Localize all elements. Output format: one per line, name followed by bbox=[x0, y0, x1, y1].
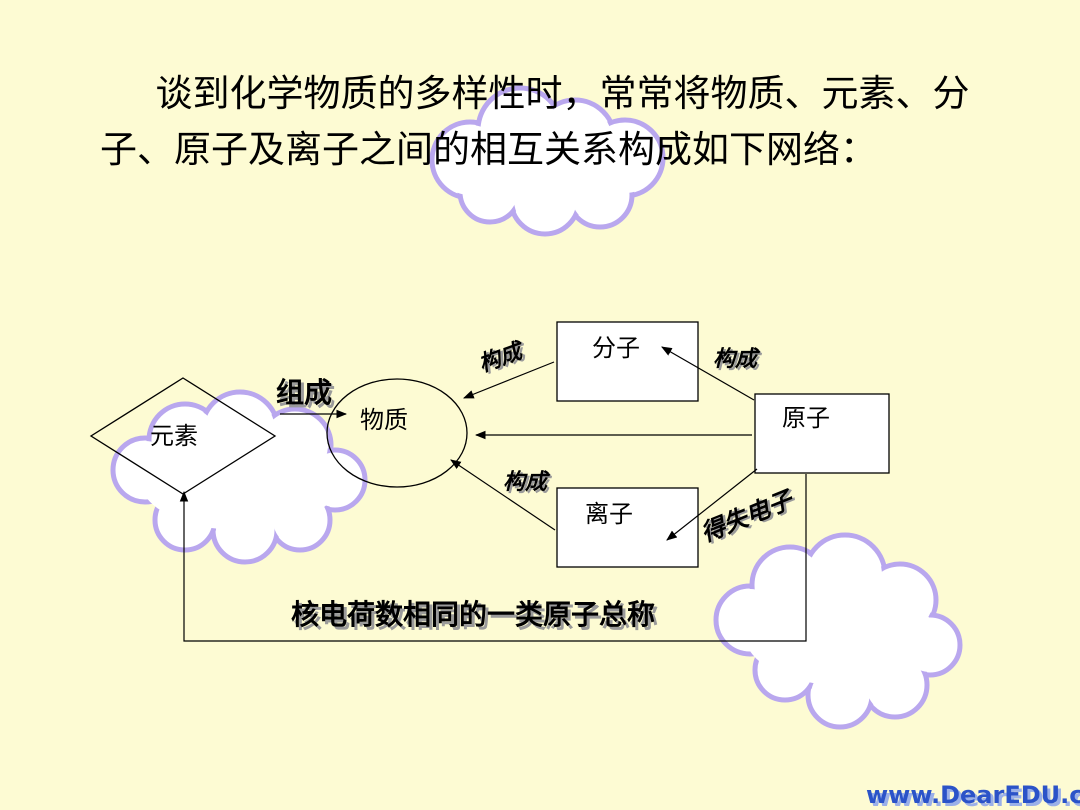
edge-molecule-to-substance bbox=[462, 361, 555, 399]
substance-label: 物质 bbox=[360, 406, 408, 434]
edge-atom-to-element bbox=[179, 474, 807, 642]
atom-node bbox=[754, 393, 890, 474]
molecule-label: 分子 bbox=[592, 334, 640, 362]
intro-paragraph: 谈到化学物质的多样性时，常常将物质、元素、分子、原子及离子之间的相互关系构成如下… bbox=[100, 66, 980, 178]
ion-node bbox=[556, 487, 699, 568]
atom-label: 原子 bbox=[782, 404, 830, 432]
atom-to-molecule-label-shadow: 构成 bbox=[715, 349, 763, 374]
atom-to-element-label: 核电荷数相同的一类原子总称 bbox=[291, 598, 655, 631]
edge-ion-to-substance bbox=[450, 459, 556, 531]
edge-atom-to-ion bbox=[666, 468, 758, 541]
watermark-shadow: www.DearEDU.com bbox=[869, 784, 1080, 810]
ion-to-substance-label: 构成 bbox=[503, 470, 551, 495]
intro-text: 谈到化学物质的多样性时，常常将物质、元素、分子、原子及离子之间的相互关系构成如下… bbox=[100, 72, 970, 171]
watermark: www.DearEDU.com bbox=[866, 781, 1080, 809]
atom-to-ion-label: 得失电子 bbox=[697, 485, 799, 548]
atom-to-element-label-shadow: 核电荷数相同的一类原子总称 bbox=[294, 601, 658, 634]
ion-to-substance-label-shadow: 构成 bbox=[505, 472, 553, 497]
edge-atom-to-molecule bbox=[661, 346, 755, 401]
ion-label: 离子 bbox=[585, 500, 633, 528]
element-to-substance-label-shadow: 组成 bbox=[279, 379, 335, 412]
molecule-node bbox=[556, 321, 699, 402]
element-label: 元素 bbox=[150, 422, 198, 450]
substance-node bbox=[326, 378, 468, 488]
atom-to-molecule-label: 构成 bbox=[713, 347, 761, 372]
element-to-substance-label: 组成 bbox=[276, 376, 332, 409]
